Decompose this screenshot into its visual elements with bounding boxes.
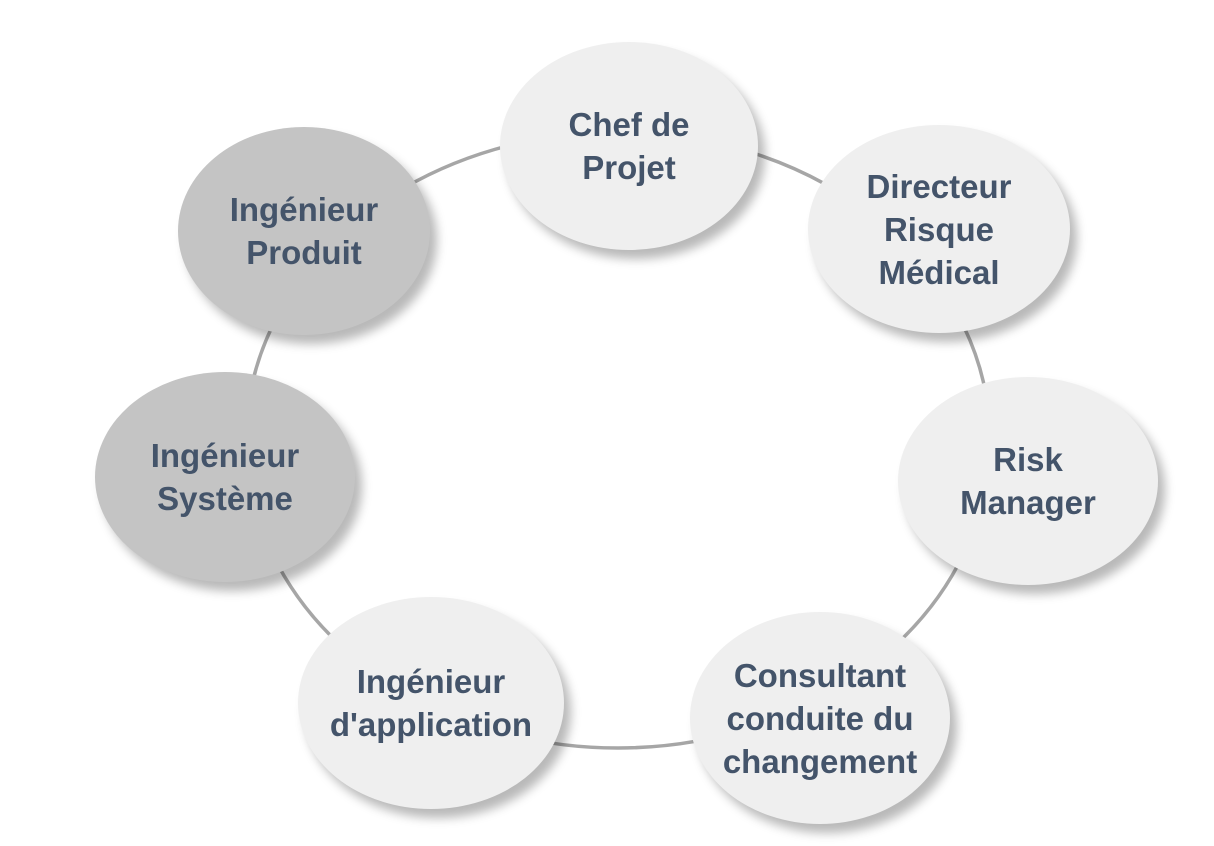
role-node-ingenieur-systeme: Ingénieur Système (95, 372, 355, 582)
role-label: Directeur Risque Médical (866, 167, 1012, 291)
role-label: Ingénieur d'application (329, 663, 533, 743)
role-node-risk-manager: Risk Manager (898, 377, 1158, 585)
role-label: Risk Manager (960, 441, 1096, 521)
role-node-chef-de-projet: Chef de Projet (500, 42, 758, 250)
role-label: Consultant conduite du changement (722, 656, 918, 780)
role-node-ingenieur-application: Ingénieur d'application (298, 597, 564, 809)
role-label: Ingénieur Produit (229, 191, 379, 271)
role-node-consultant-conduite-du-changement: Consultant conduite du changement (690, 612, 950, 824)
role-node-ingenieur-produit: Ingénieur Produit (178, 127, 430, 335)
role-node-directeur-risque-medical: Directeur Risque Médical (808, 125, 1070, 333)
role-label: Ingénieur Système (150, 437, 300, 517)
role-label: Chef de Projet (568, 106, 690, 186)
